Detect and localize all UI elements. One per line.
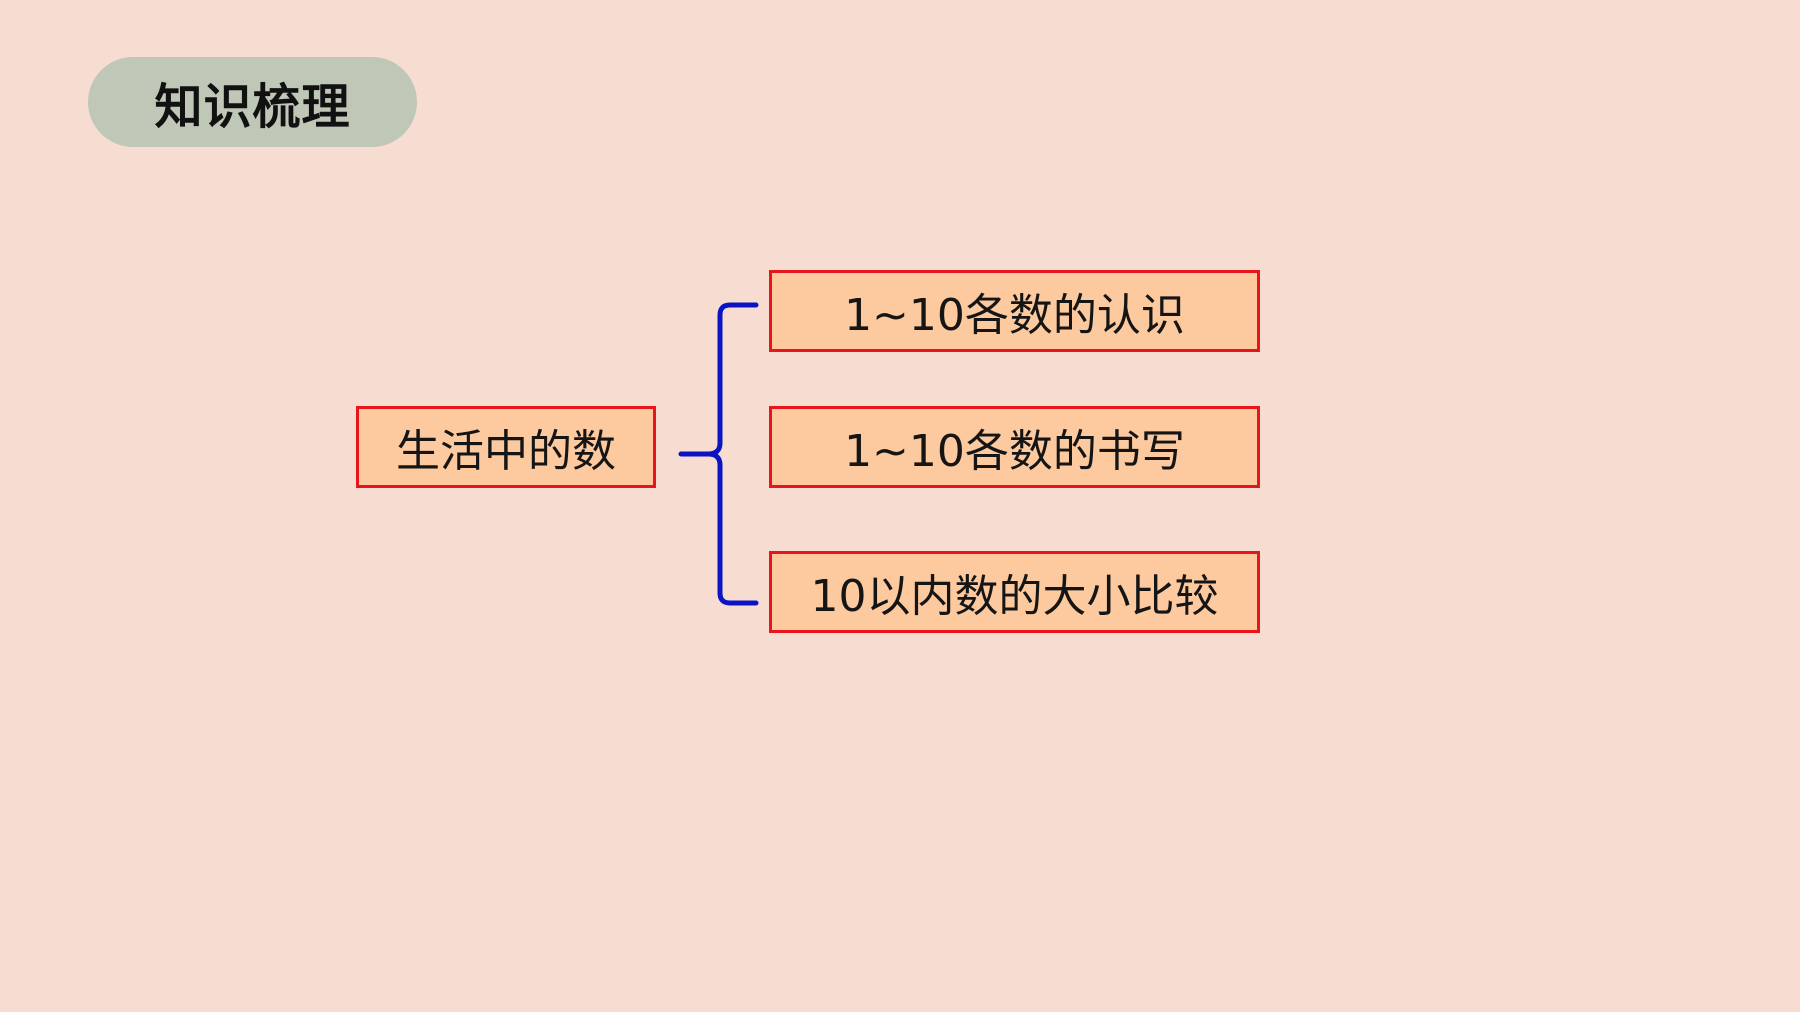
child-node-label: 10以内数的大小比较 [810,571,1219,622]
child-node-label: 1~10各数的认识 [844,290,1185,341]
root-node-label: 生活中的数 [396,426,616,477]
child-node-label: 1~10各数的书写 [844,426,1185,477]
brace-path [678,302,759,606]
child-node-2: 1~10各数的书写 [769,406,1260,488]
root-node: 生活中的数 [356,406,656,488]
child-node-3: 10以内数的大小比较 [769,551,1260,633]
section-title-badge: 知识梳理 [88,57,417,147]
child-node-1: 1~10各数的认识 [769,270,1260,352]
section-title: 知识梳理 [154,79,351,135]
